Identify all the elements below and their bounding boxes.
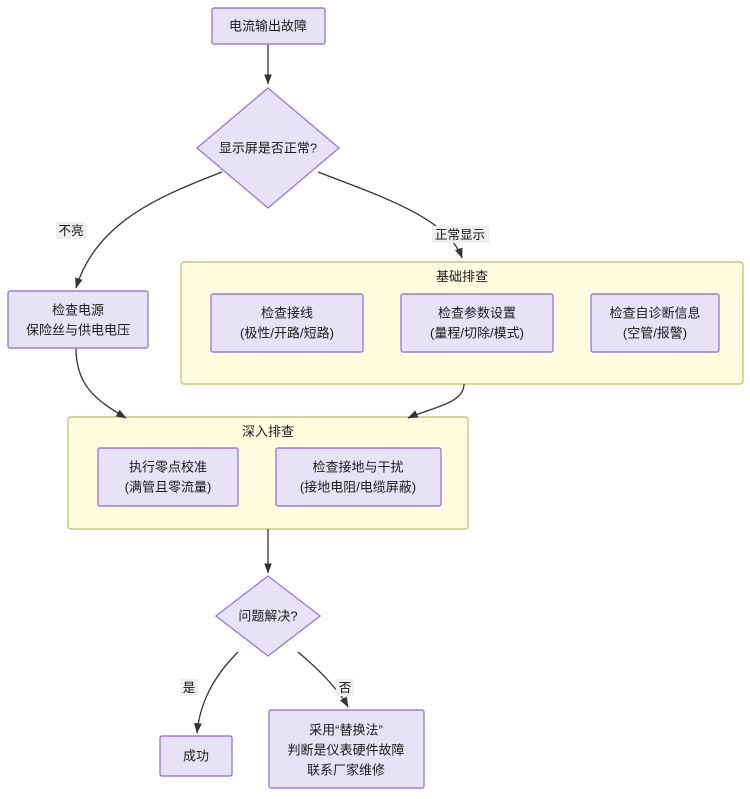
cluster-deep-title: 深入排查	[242, 424, 294, 439]
node-selfdiag-box[interactable]	[590, 293, 720, 353]
node-solved-diamond[interactable]	[214, 575, 322, 657]
node-display-check[interactable]: 显示屏是否正常?	[195, 87, 341, 209]
node-success-box[interactable]	[159, 735, 233, 777]
node-replace-method-line-2: 联系厂家维修	[307, 762, 385, 777]
edge-label-bg-3	[180, 679, 198, 696]
node-replace-method-line-1: 判断是仪表硬件故障	[287, 742, 404, 757]
edge-label-bu-liang: 不亮	[58, 223, 83, 238]
cluster-basic-title: 基础排查	[436, 269, 488, 284]
node-display-check-diamond[interactable]	[195, 87, 341, 209]
edge-label-fou: 否	[339, 681, 352, 695]
node-start[interactable]: 电流输出故障	[211, 7, 326, 45]
edge-solved-to-replace	[297, 651, 349, 708]
node-display-check-line-0: 显示屏是否正常?	[219, 140, 317, 155]
node-selfdiag-line-1: (空管/报警)	[623, 325, 687, 340]
node-start-box[interactable]	[211, 7, 326, 45]
node-power-box[interactable]	[7, 290, 149, 349]
node-success-line-0: 成功	[183, 748, 209, 763]
node-grounding-line-1: (接地电阻/电缆屏蔽)	[300, 479, 416, 494]
node-param-line-1: (量程/切除/模式)	[430, 325, 524, 340]
node-grounding-box[interactable]	[275, 447, 442, 507]
edge-disp-to-basic	[317, 171, 463, 259]
node-grounding-line-0: 检查接地与干扰	[312, 459, 403, 474]
node-power[interactable]: 检查电源 保险丝与供电电压	[7, 290, 149, 349]
edge-label-bg-2	[432, 226, 489, 243]
node-grounding[interactable]: 检查接地与干扰 (接地电阻/电缆屏蔽)	[275, 447, 442, 507]
node-replace-method[interactable]: 采用“替换法” 判断是仪表硬件故障 联系厂家维修	[268, 709, 425, 789]
node-selfdiag-line-0: 检查自诊断信息	[609, 305, 700, 320]
node-solved-line-0: 问题解决?	[238, 608, 297, 623]
node-start-line-0: 电流输出故障	[229, 18, 307, 33]
node-solved[interactable]: 问题解决?	[214, 575, 322, 657]
node-power-line-0: 检查电源	[52, 302, 104, 317]
edge-power-to-deep	[75, 347, 127, 419]
node-power-line-1: 保险丝与供电电压	[26, 322, 130, 337]
edge-label-bg-4	[336, 679, 354, 696]
node-param-line-0: 检查参数设置	[438, 305, 516, 320]
edge-basic-to-deep	[407, 383, 465, 419]
node-wiring-line-0: 检查接线	[261, 305, 313, 320]
edge-label-bg-1	[56, 222, 86, 239]
node-selfdiag[interactable]: 检查自诊断信息 (空管/报警)	[590, 293, 720, 353]
node-zero-calibration-box[interactable]	[97, 447, 239, 507]
edge-disp-to-power	[75, 171, 223, 289]
node-param-box[interactable]	[400, 293, 554, 353]
node-replace-method-line-0: 采用“替换法”	[309, 722, 383, 737]
node-wiring-box[interactable]	[210, 293, 364, 353]
node-replace-method-box[interactable]	[268, 709, 425, 789]
edge-labels-group: 不亮 正常显示 是 否	[56, 222, 489, 696]
node-success[interactable]: 成功	[159, 735, 233, 777]
node-zero-calibration-line-1: (满管且零流量)	[125, 479, 212, 494]
edges-group	[75, 44, 465, 734]
node-param[interactable]: 检查参数设置 (量程/切除/模式)	[400, 293, 554, 353]
node-wiring[interactable]: 检查接线 (极性/开路/短路)	[210, 293, 364, 353]
edge-solved-to-success	[194, 651, 239, 734]
node-wiring-line-1: (极性/开路/短路)	[240, 325, 334, 340]
edge-label-zhengchang-xianshi: 正常显示	[435, 228, 485, 242]
node-zero-calibration-line-0: 执行零点校准	[129, 459, 207, 474]
node-zero-calibration[interactable]: 执行零点校准 (满管且零流量)	[97, 447, 239, 507]
edge-label-shi: 是	[183, 681, 196, 695]
